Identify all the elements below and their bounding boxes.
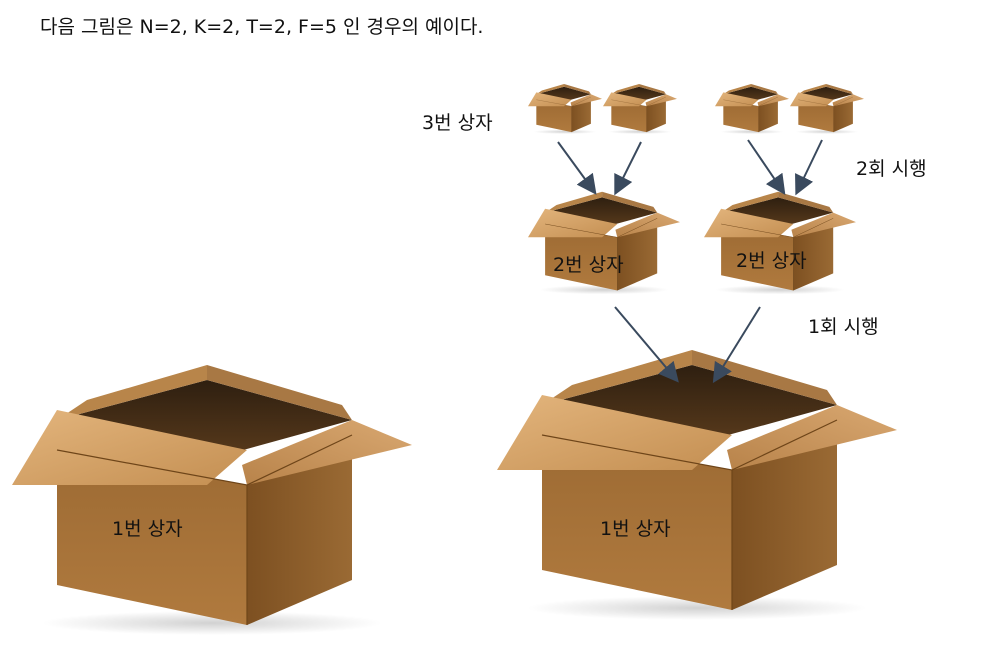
arrow-icon — [557, 141, 597, 195]
box3-4-icon — [790, 83, 864, 135]
box1-left-icon — [12, 365, 412, 635]
round1-label: 1회 시행 — [808, 316, 879, 338]
box1-right-label: 1번 상자 — [600, 518, 671, 540]
box1-left-label: 1번 상자 — [112, 518, 183, 540]
box2-right-label: 2번 상자 — [736, 250, 807, 272]
box1-right-icon — [497, 349, 897, 621]
box2-left-icon — [528, 191, 680, 295]
box2-left-label: 2번 상자 — [553, 254, 624, 276]
arrow-icon — [614, 141, 642, 196]
box2-right-icon — [704, 191, 856, 295]
caption-text: 다음 그림은 N=2, K=2, T=2, F=5 인 경우의 예이다. — [40, 16, 484, 38]
arrow-icon — [795, 139, 823, 196]
box3-3-icon — [715, 83, 789, 135]
round2-label: 2회 시행 — [856, 158, 927, 180]
box3-label: 3번 상자 — [422, 112, 493, 134]
arrow-icon — [712, 306, 761, 384]
arrow-icon — [747, 139, 786, 195]
arrow-icon — [614, 306, 679, 383]
box3-2-icon — [603, 83, 677, 135]
box3-1-icon — [528, 83, 602, 135]
